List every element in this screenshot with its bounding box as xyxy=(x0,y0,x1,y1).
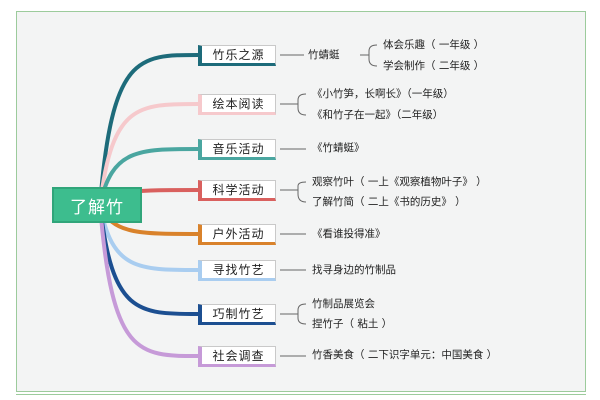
mid-node: 竹蜻蜓 xyxy=(308,49,340,61)
branch-node: 科学活动 xyxy=(198,179,276,201)
leaf-node: 竹制品展览会 xyxy=(312,298,375,310)
branch-node: 户外活动 xyxy=(198,223,276,245)
leaf-bracket xyxy=(297,181,307,203)
connector-1 xyxy=(98,53,200,207)
leaf-node: 体会乐趣（ 一年级 ） xyxy=(383,39,485,51)
frame-divider xyxy=(16,394,586,397)
leaf-node: 竹香美食（ 二下识字单元：中国美食 ） xyxy=(312,349,498,361)
leaf-bracket xyxy=(297,303,307,325)
leaf-node: 观察竹叶（ 一上《观察植物叶子》 ） xyxy=(312,176,487,188)
leaf-node: 《竹蜻蜓》 xyxy=(312,142,365,154)
root-node: 了解竹 xyxy=(52,187,142,223)
leaf-node: 《小竹笋，长啊长》（一年级） xyxy=(312,88,454,100)
leaf-node: 捏竹子（ 粘土 ） xyxy=(312,318,393,330)
branch-node: 寻找竹艺 xyxy=(198,259,276,281)
leaf-bracket xyxy=(368,44,378,67)
branch-node: 音乐活动 xyxy=(198,138,276,160)
leaf-node: 《看谁投得准》 xyxy=(312,228,386,240)
branch-node: 绘本阅读 xyxy=(198,93,276,115)
leaf-node: 了解竹简（ 二上《书的历史》 ） xyxy=(312,196,466,208)
branch-node: 竹乐之源 xyxy=(198,44,276,66)
leaf-bracket xyxy=(297,93,307,116)
connector-6 xyxy=(98,203,200,272)
leaf-node: 找寻身边的竹制品 xyxy=(312,264,396,276)
connector-2 xyxy=(98,102,200,207)
branch-node: 巧制竹艺 xyxy=(198,303,276,325)
leaf-node: 《和竹子在一起》（二年级） xyxy=(312,109,444,121)
connector-8 xyxy=(98,203,200,358)
branch-node: 社会调查 xyxy=(198,345,276,367)
leaf-node: 学会制作（ 二年级 ） xyxy=(383,60,485,72)
